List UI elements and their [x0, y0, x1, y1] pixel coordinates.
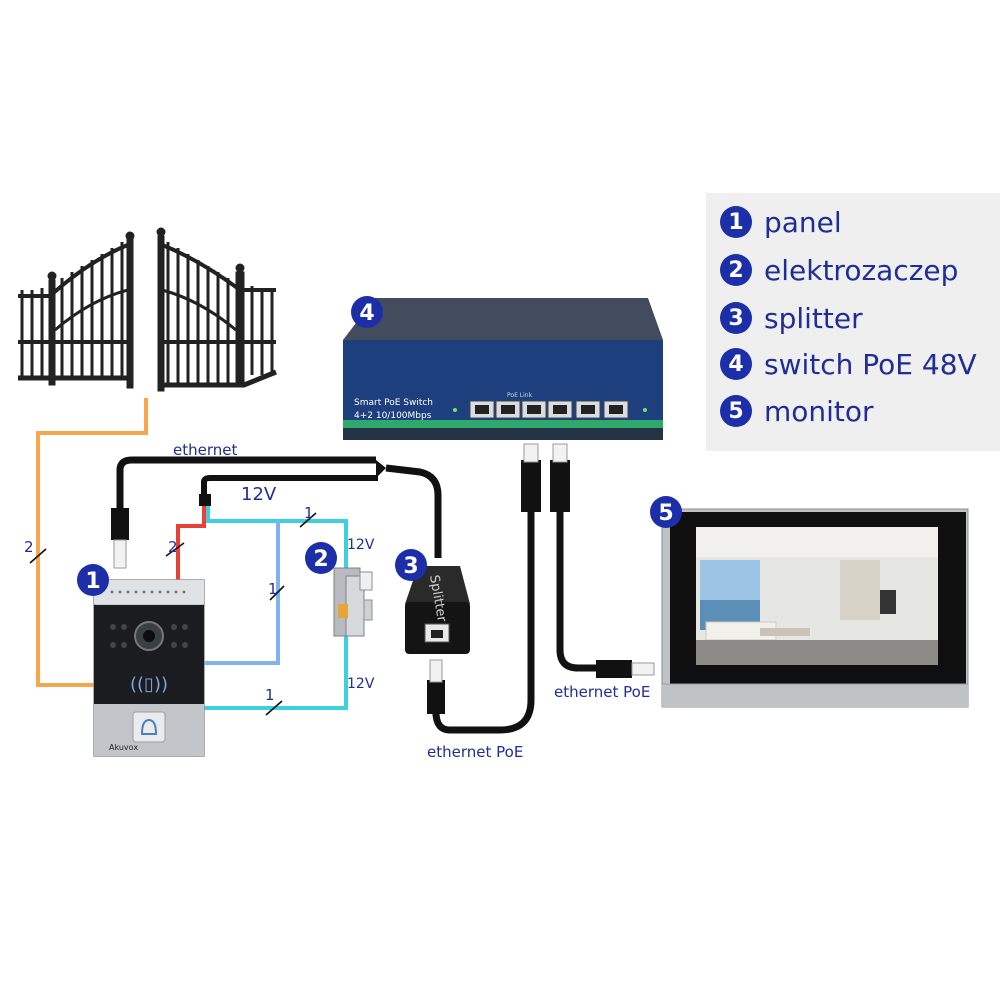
- svg-text:4: 4: [359, 301, 374, 326]
- gate-image: [18, 227, 277, 392]
- switch-brand: Smart PoE Switch: [354, 398, 433, 408]
- legend-badge-4: 4: [720, 348, 752, 380]
- ethernet-port: [495, 400, 521, 419]
- badge-1: 1: [77, 564, 109, 596]
- legend-item-panel: 1 panel: [720, 202, 842, 242]
- legend-badge-2: 2: [720, 254, 752, 286]
- ethernet-port: [575, 400, 601, 419]
- legend-badge-1: 1: [720, 206, 752, 238]
- rj45-plug: [521, 443, 541, 512]
- poe-splitter: Splitter: [405, 566, 470, 654]
- door-panel: ((▯)) Akuvox: [93, 579, 205, 757]
- legend-label-switch: switch PoE 48V: [764, 347, 977, 381]
- legend-label-elektrozaczep: elektrozaczep: [764, 253, 959, 287]
- legend-item-monitor: 5 monitor: [720, 391, 874, 431]
- badge-2: 2: [305, 542, 337, 574]
- ethernet-label: ethernet: [173, 441, 237, 459]
- badge-3: 3: [395, 549, 427, 581]
- gate-wire: [36, 398, 148, 687]
- legend-item-splitter: 3 splitter: [720, 298, 863, 338]
- legend-panel: 1 panel 2 elektrozaczep 3 splitter 4 swi…: [706, 193, 1000, 451]
- ethernet-port: [469, 400, 495, 419]
- indoor-monitor: [661, 508, 969, 708]
- svg-text:5: 5: [658, 501, 673, 526]
- ethernet-cable: [116, 456, 376, 518]
- poe-switch: Smart PoE Switch 4+2 10/100Mbps PoE Link: [343, 298, 663, 440]
- wire-count-label: 2: [24, 538, 34, 556]
- electric-strike: [333, 567, 373, 637]
- legend-item-elektrozaczep: 2 elektrozaczep: [720, 250, 958, 290]
- legend-label-splitter: splitter: [764, 301, 863, 335]
- wire-count-label: 1: [268, 580, 278, 598]
- legend-badge-3: 3: [720, 302, 752, 334]
- 12v-power-cable: [201, 475, 378, 503]
- badge-5: 5: [650, 496, 682, 528]
- power-wire: [176, 503, 206, 580]
- ethernet-poe-cable-right: [556, 510, 616, 672]
- bell-icon: [140, 718, 158, 735]
- svg-text:2: 2: [313, 547, 328, 572]
- ethernet-port: [603, 400, 629, 419]
- panel-brand: Akuvox: [109, 743, 138, 752]
- svg-text:3: 3: [403, 554, 418, 579]
- rj45-plug: [111, 508, 129, 569]
- 12v-label-bottom: 12V: [347, 676, 375, 692]
- ethernet-poe-cable-left: [432, 510, 535, 734]
- lock-wire: [204, 521, 280, 665]
- rj45-plug: [596, 660, 655, 678]
- 12v-wire-bottom: [204, 636, 348, 710]
- dc-plug: [199, 494, 211, 506]
- legend-label-panel: panel: [764, 205, 842, 239]
- rj45-plug: [427, 659, 445, 714]
- nfc-icon: ((▯)): [130, 674, 168, 695]
- ethernet-poe-label-right: ethernet PoE: [554, 683, 650, 701]
- legend-item-switch: 4 switch PoE 48V: [720, 344, 977, 384]
- wire-count-label: 1: [304, 504, 314, 522]
- badge-4: 4: [351, 296, 383, 328]
- wire-count-label: 1: [265, 686, 275, 704]
- ethernet-port: [521, 400, 547, 419]
- ethernet-poe-label-left: ethernet PoE: [427, 743, 523, 761]
- svg-text:1: 1: [85, 569, 100, 594]
- wire-count-label: 2: [168, 538, 178, 556]
- switch-ports-label: 4+2 10/100Mbps: [354, 411, 432, 421]
- legend-label-monitor: monitor: [764, 394, 874, 428]
- 12v-label: 12V: [241, 484, 277, 505]
- switch-poe-link-label: PoE Link: [507, 392, 533, 399]
- legend-badge-5: 5: [720, 395, 752, 427]
- rj45-plug: [550, 443, 570, 512]
- 12v-label-top: 12V: [347, 537, 375, 553]
- ethernet-port: [547, 400, 573, 419]
